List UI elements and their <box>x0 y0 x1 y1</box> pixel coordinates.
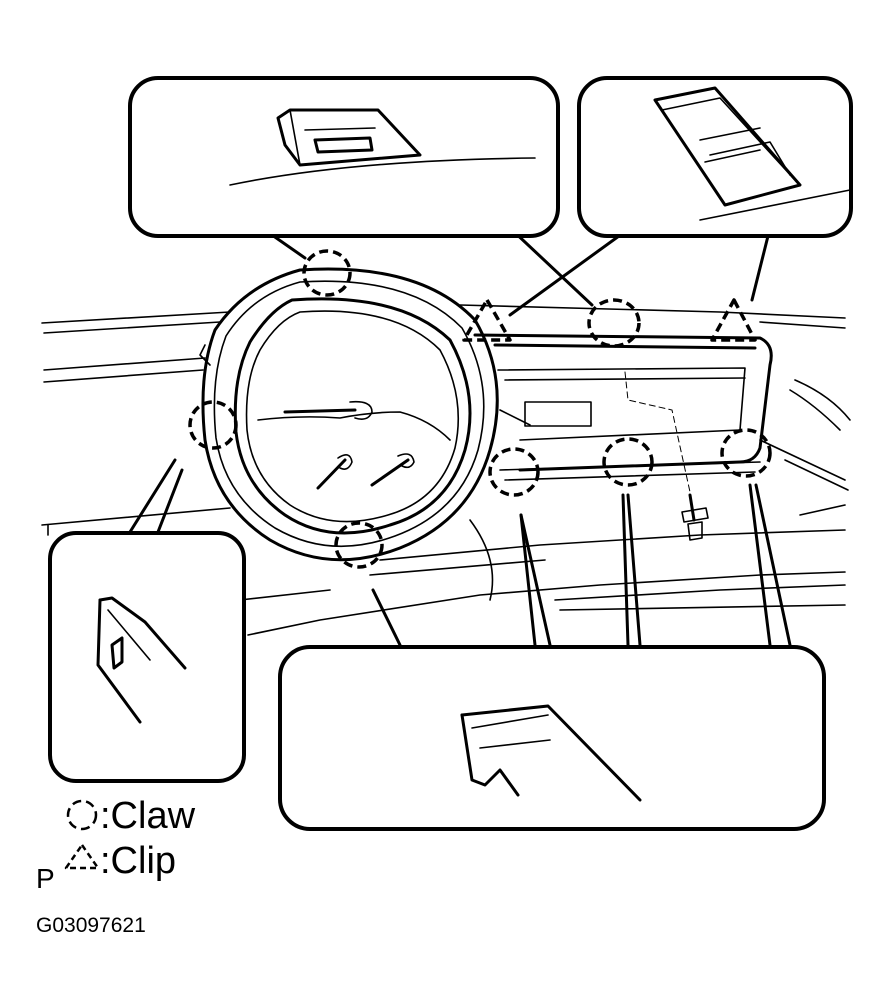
claw-marker <box>188 400 238 450</box>
p-label: P <box>36 863 55 894</box>
clip-legend-icon <box>64 843 100 870</box>
figure-code: G03097621 <box>36 914 146 937</box>
claw-marker <box>602 437 654 487</box>
legend: :Claw :Clip P <box>36 795 196 894</box>
clip-legend-label: :Clip <box>100 840 176 882</box>
screw-icon <box>624 371 709 541</box>
callout-top-left <box>128 76 560 238</box>
callout-top-right <box>577 76 853 238</box>
claw-markers <box>188 249 772 569</box>
cluster-panel <box>473 333 773 481</box>
claw-marker <box>720 428 772 478</box>
clip-markers <box>462 298 757 342</box>
clip-marker <box>462 298 512 342</box>
claw-legend-icon <box>66 799 98 831</box>
claw-marker <box>488 447 540 497</box>
claw-legend-label: :Claw <box>100 795 196 837</box>
gauge-needles <box>283 400 415 490</box>
claw-marker <box>587 298 641 348</box>
claw-marker <box>334 521 384 569</box>
dashboard-outline <box>41 304 851 636</box>
callout-left <box>48 531 246 783</box>
callout-bottom <box>278 645 826 831</box>
callout-leaders <box>128 226 792 647</box>
claw-marker <box>302 249 352 297</box>
clip-marker <box>710 298 757 342</box>
gauge-bezel <box>199 267 499 562</box>
